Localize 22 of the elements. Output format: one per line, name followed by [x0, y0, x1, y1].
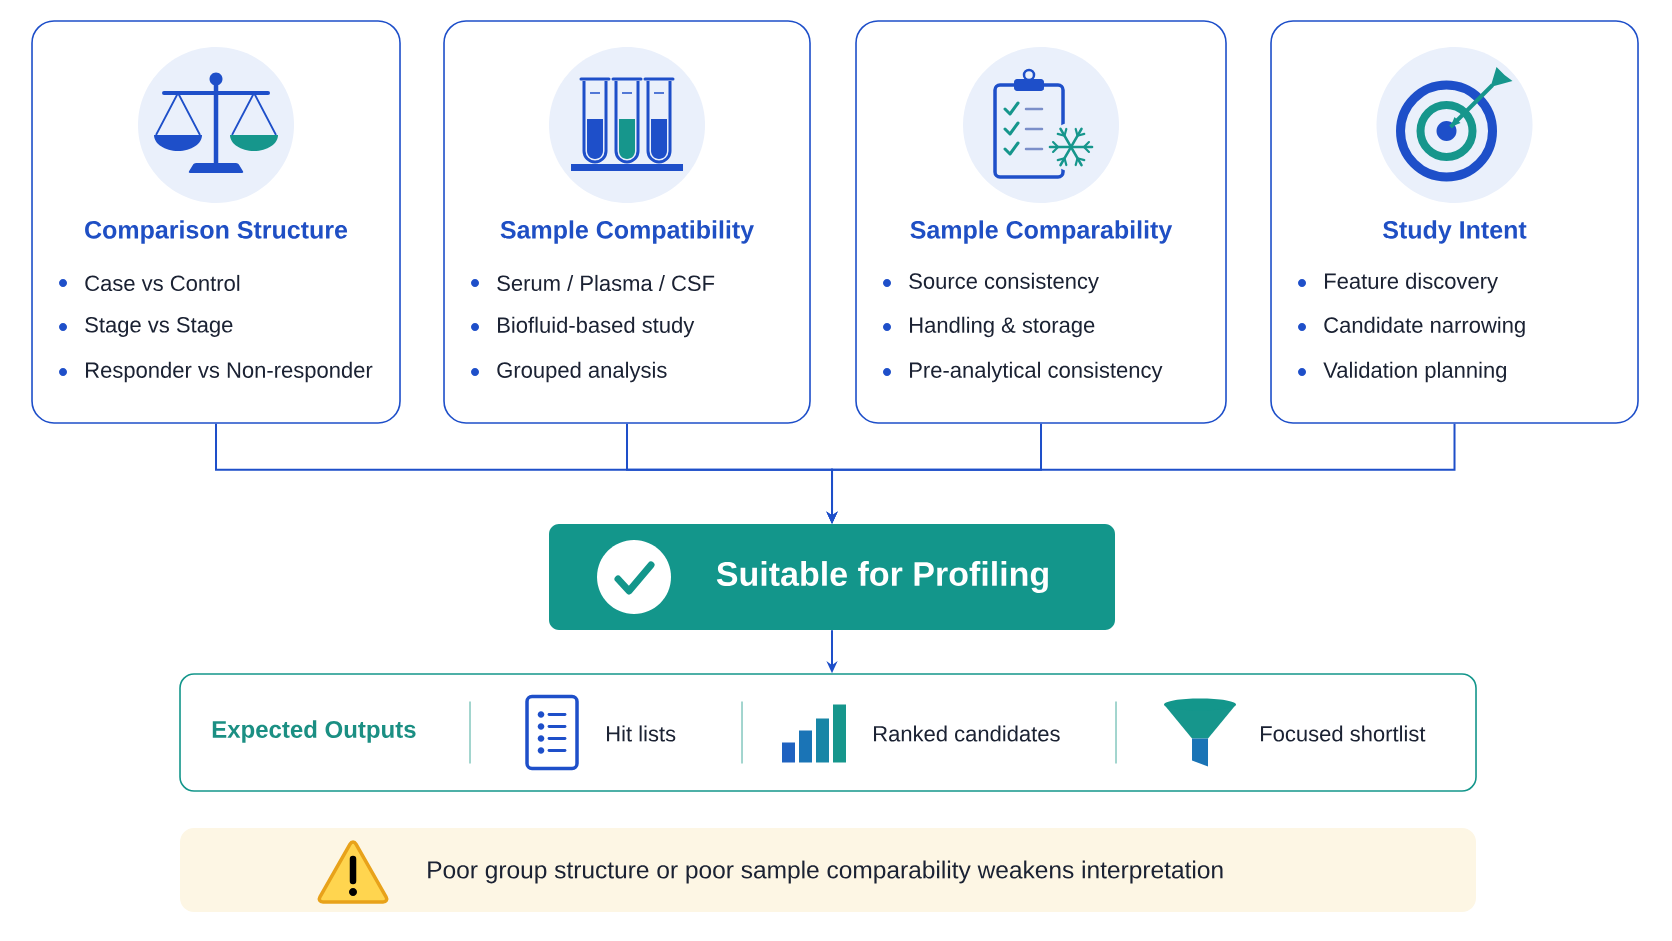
bullet-text: Validation planning	[1323, 361, 1507, 383]
output-label: Hit lists	[607, 725, 676, 742]
bullet-text: Handling & storage	[910, 316, 1095, 338]
bullet-text: Source consistency	[909, 272, 1099, 294]
bullet-text: Feature discovery	[1325, 272, 1498, 294]
bullet-text: Stage vs Stage	[85, 317, 233, 337]
card-heading: Sample Comparability	[910, 220, 1173, 244]
card-heading: Comparison Structure	[85, 220, 348, 244]
bullet-text: Responder vs Non-responder	[86, 361, 373, 383]
bullet-text: Candidate narrowing	[1324, 316, 1525, 338]
card-heading: Sample Compatibility	[500, 220, 754, 244]
bullet-text: Grouped analysis	[497, 361, 667, 383]
output-label: Ranked candidates	[874, 725, 1060, 742]
bullet-text: Serum / Plasma / CSF	[497, 274, 715, 292]
bullet-text: Pre-analytical consistency	[910, 361, 1163, 383]
bullet-text: Biofluid-based study	[498, 316, 695, 338]
result-box: Suitable for Profiling	[549, 524, 1115, 630]
card-heading: Study Intent	[1383, 220, 1527, 244]
output-label: Focused shortlist	[1261, 725, 1426, 742]
warning-banner: Poor group structure or poor sample comparability weakens interpretation	[180, 828, 1476, 912]
bullet-text: Case vs Control	[85, 274, 240, 292]
panel-heading: Expected Outputs	[212, 720, 416, 743]
